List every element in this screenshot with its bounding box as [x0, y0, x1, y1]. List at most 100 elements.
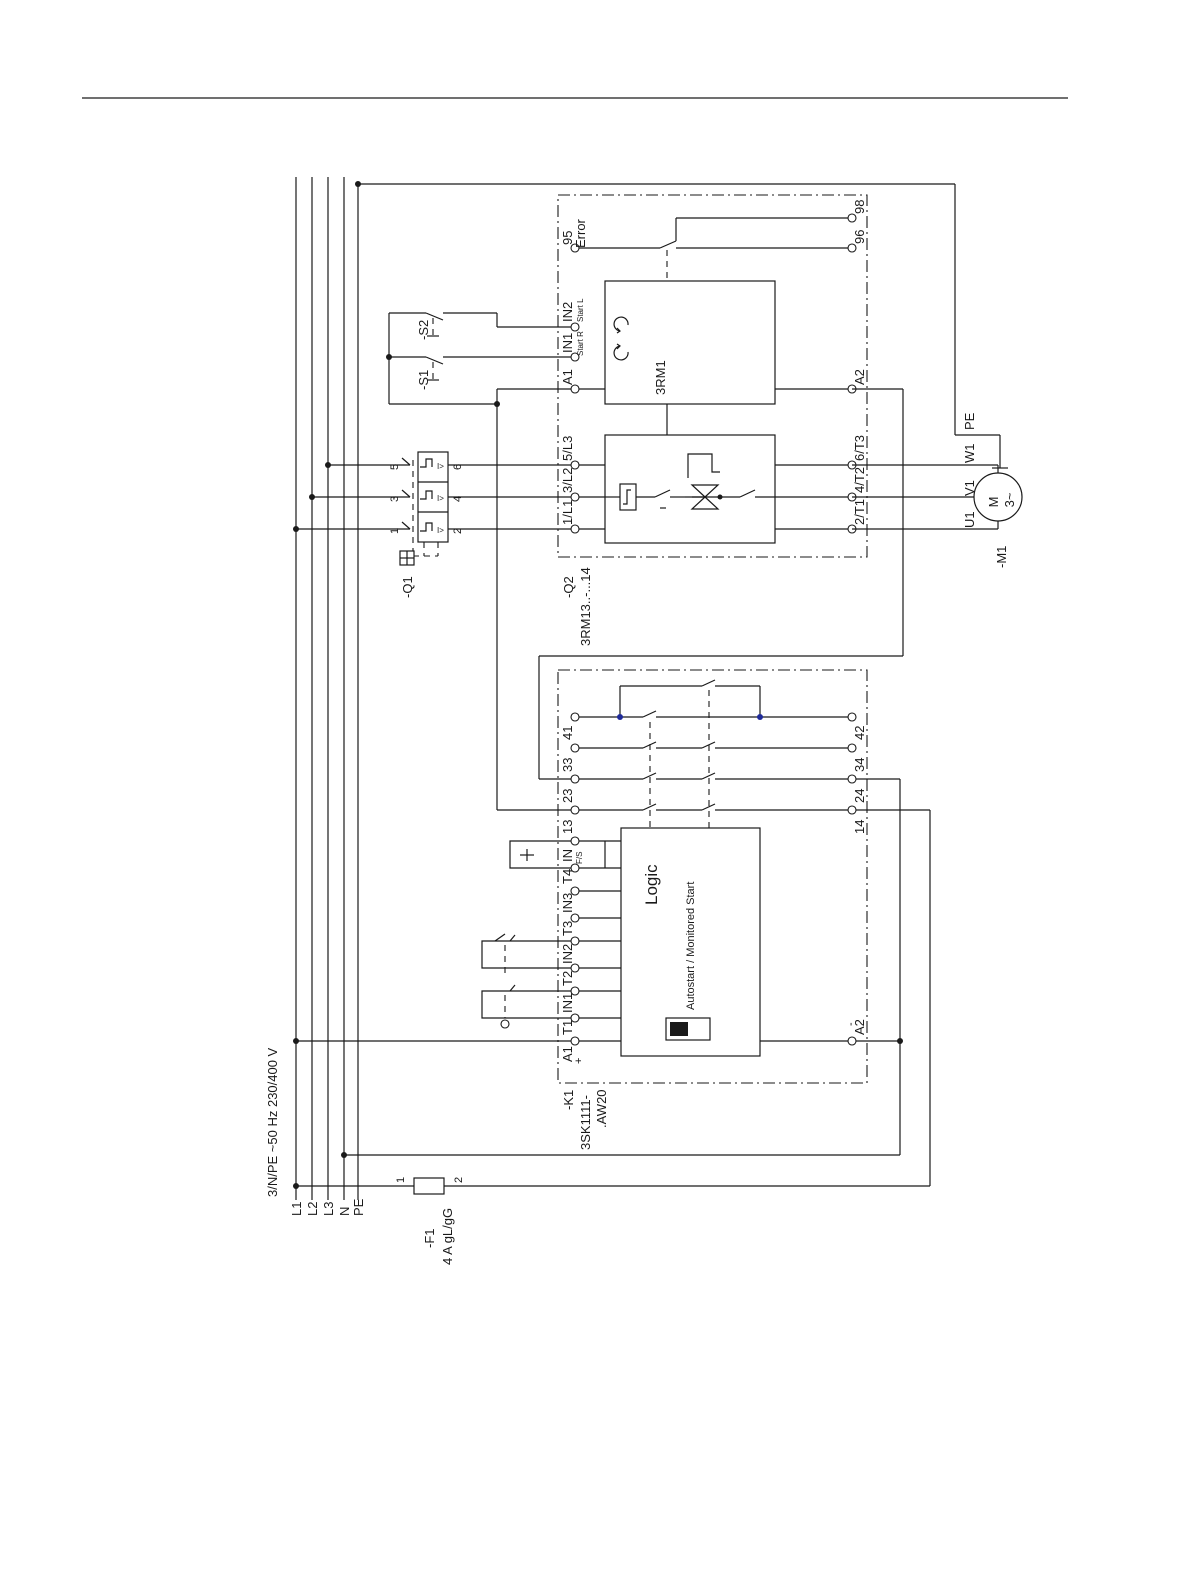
- bus-label-pe: PE: [351, 1198, 366, 1216]
- k1-tin1: IN1: [560, 993, 575, 1013]
- fuse-body: [413, 1177, 445, 1195]
- q2-t95: 95: [560, 231, 575, 245]
- fuse-rating: 4 A gL/gG: [440, 1208, 455, 1265]
- motor-phase-label: 3~: [1002, 492, 1017, 507]
- breaker-q1: I> I> I> 5 3 1 6 4 2 -Q1: [293, 451, 575, 598]
- thyristor-icon: [690, 484, 720, 498]
- q1-pin-3: 3: [389, 496, 401, 502]
- k1-type-2: .AW20: [594, 1089, 609, 1128]
- fuse-name: -F1: [422, 1229, 437, 1249]
- feedback-node-1: [617, 714, 623, 720]
- k1-t24: 24: [852, 789, 867, 803]
- s2-label: -S2: [416, 320, 431, 340]
- k1-tt3: T3: [560, 921, 575, 936]
- 3rm1-label: 3RM1: [653, 360, 668, 395]
- k1-tin3: IN3: [560, 893, 575, 913]
- k1-output-contacts: [575, 690, 852, 828]
- k1-t14: 14: [852, 820, 867, 834]
- q2-in2-sub: Start L: [576, 298, 585, 322]
- q2-load-t2: 4/T2: [852, 467, 867, 493]
- motor-name: -M1: [994, 546, 1009, 568]
- motor-u1: U1: [962, 511, 977, 528]
- k1-ta2-sign: -: [845, 1022, 857, 1026]
- overload-icon: [619, 483, 637, 511]
- q1-pin-1: 1: [389, 528, 401, 534]
- estop-actuator: [500, 1019, 510, 1029]
- supply-spec-label: 3/N/PE ~50 Hz 230/400 V: [265, 1047, 280, 1197]
- k1-type-1: 3SK1111-: [578, 1095, 593, 1150]
- k1-tin: IN: [560, 849, 575, 862]
- k1-ta1: A1: [560, 1046, 575, 1062]
- bypass-contact-1: [654, 489, 671, 498]
- supply-buses: [295, 177, 359, 1200]
- q1-pin-2: 2: [452, 528, 464, 534]
- q2-error-label: Error: [573, 218, 588, 248]
- q1-pin-4: 4: [452, 496, 464, 502]
- s2-contact: [425, 312, 444, 321]
- motor-m-label: M: [986, 497, 1001, 508]
- svg-text:I>: I>: [437, 494, 444, 503]
- q1-pin-6: 6: [452, 464, 464, 470]
- s1-label: -S1: [416, 370, 431, 390]
- k1-t34: 34: [852, 758, 867, 772]
- q2-enclosure: [557, 194, 868, 558]
- k1-tt1: T1: [560, 1020, 575, 1035]
- bus-label-l2: L2: [305, 1202, 320, 1216]
- bus-labels: L1 L2 L3 N PE: [289, 1198, 366, 1216]
- q1-pin-5: 5: [389, 464, 401, 470]
- k1-ta1-sign: +: [573, 1058, 585, 1064]
- bus-label-n: N: [337, 1207, 352, 1216]
- k1-t33: 33: [560, 758, 575, 772]
- k1-t23: 23: [560, 789, 575, 803]
- motor-starter-q2: 3RM1: [557, 194, 868, 646]
- pushbuttons: -S2 -S1: [386, 312, 575, 811]
- breaker-name: -Q1: [400, 576, 415, 598]
- motor-w1: W1: [962, 444, 977, 464]
- motor-pe: PE: [962, 412, 977, 430]
- logic-label: Logic: [642, 864, 661, 905]
- q2-type: 3RM13..-...14: [578, 567, 593, 646]
- q2-tin1: IN1: [560, 333, 575, 353]
- estop-ch2-contact: [509, 934, 516, 942]
- s1-contact: [425, 356, 444, 365]
- k1-t13: 13: [560, 820, 575, 834]
- bus-label-l1: L1: [289, 1202, 304, 1216]
- fuse-f1: 1 2 -F1 4 A gL/gG: [293, 1177, 930, 1265]
- q2-name: -Q2: [561, 576, 576, 598]
- motor-v1: V1: [962, 480, 977, 496]
- k1-tin2: IN2: [560, 944, 575, 964]
- error-contact: [659, 240, 677, 249]
- mode-label: Autostart / Monitored Start: [685, 882, 697, 1010]
- k1-t42: 42: [852, 726, 867, 740]
- motor-symbol: [973, 472, 1023, 522]
- k1-input-lines: [575, 840, 621, 1042]
- q2-line-l1: 1/L1: [560, 500, 575, 525]
- k1-tt4: T4: [560, 869, 575, 884]
- k1-tin-sub: F/S: [575, 852, 584, 864]
- feedback-node-2: [757, 714, 763, 720]
- rotate-right-icon: [613, 345, 629, 361]
- fuse-pin-1: 1: [395, 1177, 407, 1183]
- k1-tt2: T2: [560, 971, 575, 986]
- q2-t98: 98: [852, 200, 867, 214]
- k1-terminals: [570, 712, 857, 1046]
- k1-t41: 41: [560, 726, 575, 740]
- fuse-pin-2: 2: [453, 1177, 465, 1183]
- 3rm1-control-block: [604, 280, 776, 405]
- supply-spec-text: 3/N/PE ~50 Hz 230/400 V: [265, 1047, 280, 1197]
- q2-line-l3: 5/L3: [560, 436, 575, 461]
- q2-tin2: IN2: [560, 302, 575, 322]
- k1-ta2: A2: [852, 1019, 867, 1035]
- q2-terminals: [570, 213, 857, 534]
- safety-relay-k1: Logic Autostart / Monitored Start: [293, 669, 931, 1186]
- svg-text:I>: I>: [437, 526, 444, 535]
- q2-line-l2: 3/L2: [560, 468, 575, 493]
- rotate-left-icon: [613, 316, 629, 332]
- q2-load-t1: 2/T1: [852, 499, 867, 525]
- bus-label-l3: L3: [321, 1202, 336, 1216]
- q2-t96: 96: [852, 230, 867, 244]
- q2-in1-sub: Start R: [576, 331, 585, 356]
- bypass-contact-2: [739, 489, 756, 498]
